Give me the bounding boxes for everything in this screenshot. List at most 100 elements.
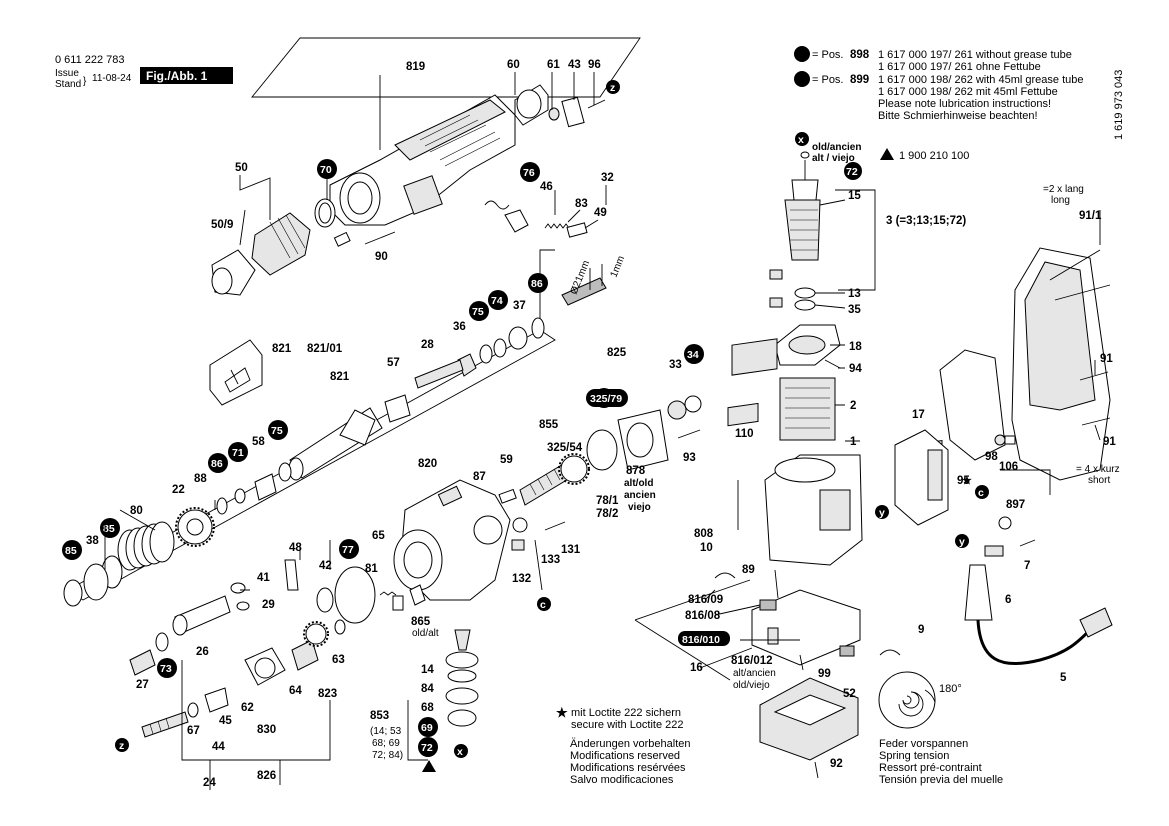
callout-65: 65 (372, 530, 385, 542)
doc-number: 0 611 222 783 (55, 54, 125, 66)
grease-line-2a: 1 617 000 198/ 262 with 45ml grease tube (878, 74, 1083, 86)
callout-821b: 821 (330, 371, 350, 383)
badge-75 (469, 301, 489, 321)
spiral (898, 691, 924, 717)
screw-96 (587, 99, 606, 109)
part-61 (548, 107, 560, 121)
lubrication-note-de: Bitte Schmierhinweise beachten! (878, 110, 1038, 122)
callout-22: 22 (172, 484, 185, 496)
callout-819: 819 (406, 61, 425, 73)
part-58 (254, 473, 277, 501)
ring-36b (508, 326, 528, 350)
housing-ribs (394, 99, 506, 161)
gear-63 (305, 623, 327, 645)
screw-91-1b (1054, 284, 1111, 301)
callout-46: 46 (540, 181, 553, 193)
washer-38 (83, 563, 109, 601)
callout-83: 83 (575, 198, 588, 210)
star-icon-2: ★ (962, 475, 972, 487)
fig-label-box (140, 67, 233, 84)
gear-325-54 (560, 455, 588, 483)
badge-72-text: 72 (846, 166, 858, 178)
callout-7: 7 (1024, 560, 1030, 572)
callout-106: 106 (999, 461, 1018, 473)
gear-teeth (175, 507, 215, 547)
striker-28 (414, 359, 464, 389)
wire-133 (534, 539, 543, 591)
spring-note-de: Feder vorspannen (879, 738, 968, 750)
part-45 (204, 687, 229, 713)
detail-821-key (224, 367, 251, 393)
trans-gear (473, 515, 503, 545)
part-59 (498, 488, 517, 504)
baffle-bore (788, 335, 826, 355)
callout-50: 50 (235, 162, 248, 174)
ring-67 (187, 702, 199, 718)
callout-41: 41 (257, 572, 270, 584)
callout-89: 89 (742, 564, 755, 576)
spring-note-en: Spring tension (879, 750, 949, 762)
motor-housing-side (819, 489, 851, 531)
callout-84: 84 (421, 683, 434, 695)
screw-131 (544, 521, 566, 531)
gear-63-teeth (303, 621, 329, 647)
badge-86 (208, 453, 228, 473)
letter-x2: x (457, 746, 463, 758)
trans-clip (437, 485, 463, 507)
clamp-7 (984, 545, 1004, 557)
badge-69-text: 69 (421, 722, 433, 734)
bearing-64 (291, 639, 319, 671)
part-16 (767, 627, 779, 645)
callout-16: 16 (690, 662, 703, 674)
callout-68: 68 (421, 702, 434, 714)
callout-58: 58 (252, 436, 265, 448)
spring-83 (544, 223, 570, 229)
ring-85b (63, 579, 83, 607)
switch-side (927, 449, 943, 501)
badge-73-text: 73 (160, 663, 172, 675)
frames-right (737, 469, 1051, 530)
callout-5: 5 (1060, 672, 1067, 684)
callout-9: 9 (918, 624, 924, 636)
ring-71 (234, 488, 246, 504)
group-878-l1: alt/old (624, 478, 653, 489)
spring-48 (284, 559, 299, 591)
callout-88: 88 (194, 473, 207, 485)
callout-32: 32 (601, 172, 614, 184)
grease-dot-icon (794, 46, 810, 62)
end-cap-top (773, 694, 847, 726)
x-mark-icon (795, 132, 809, 146)
callout-49: 49 (594, 207, 607, 219)
old-label-1: old/ancien (812, 142, 861, 153)
group-878: 878 (626, 465, 646, 477)
badge-75b-text: 75 (271, 425, 283, 437)
callout-826: 826 (257, 770, 276, 782)
callout-897: 897 (1006, 499, 1025, 511)
callout-808: 808 (694, 528, 714, 540)
issue-date: 11-08-24 (92, 73, 132, 84)
callout-27: 27 (136, 679, 149, 691)
callout-825: 825 (607, 347, 627, 359)
grease-pos-prefix-2: = Pos. (812, 74, 844, 86)
part-49 (566, 222, 588, 238)
shaft-threads (529, 468, 561, 496)
badge-74 (488, 290, 508, 310)
shaft-67 (141, 711, 189, 738)
callout-61: 61 (547, 59, 560, 71)
clip-armature (769, 269, 783, 280)
motor-housing-1 (764, 454, 863, 566)
callout-131: 131 (561, 544, 581, 556)
group-816-012-l2: old/viejo (733, 680, 770, 691)
part-34 (684, 395, 702, 413)
ring-75 (493, 338, 507, 358)
callout-33: 33 (669, 359, 682, 371)
brush-816-08 (759, 599, 777, 611)
group-3-label: 3 (=3;13;15;72) (886, 215, 966, 227)
grease-line-1b: 1 617 000 197/ 261 ohne Fettube (878, 61, 1041, 73)
trans-bore-inner (403, 541, 433, 579)
letter-c2: c (978, 487, 984, 499)
part-65 (392, 595, 404, 611)
callout-823: 823 (318, 688, 337, 700)
callout-91-1: 91/1 (1079, 210, 1102, 222)
z-mark-icon (606, 80, 620, 94)
